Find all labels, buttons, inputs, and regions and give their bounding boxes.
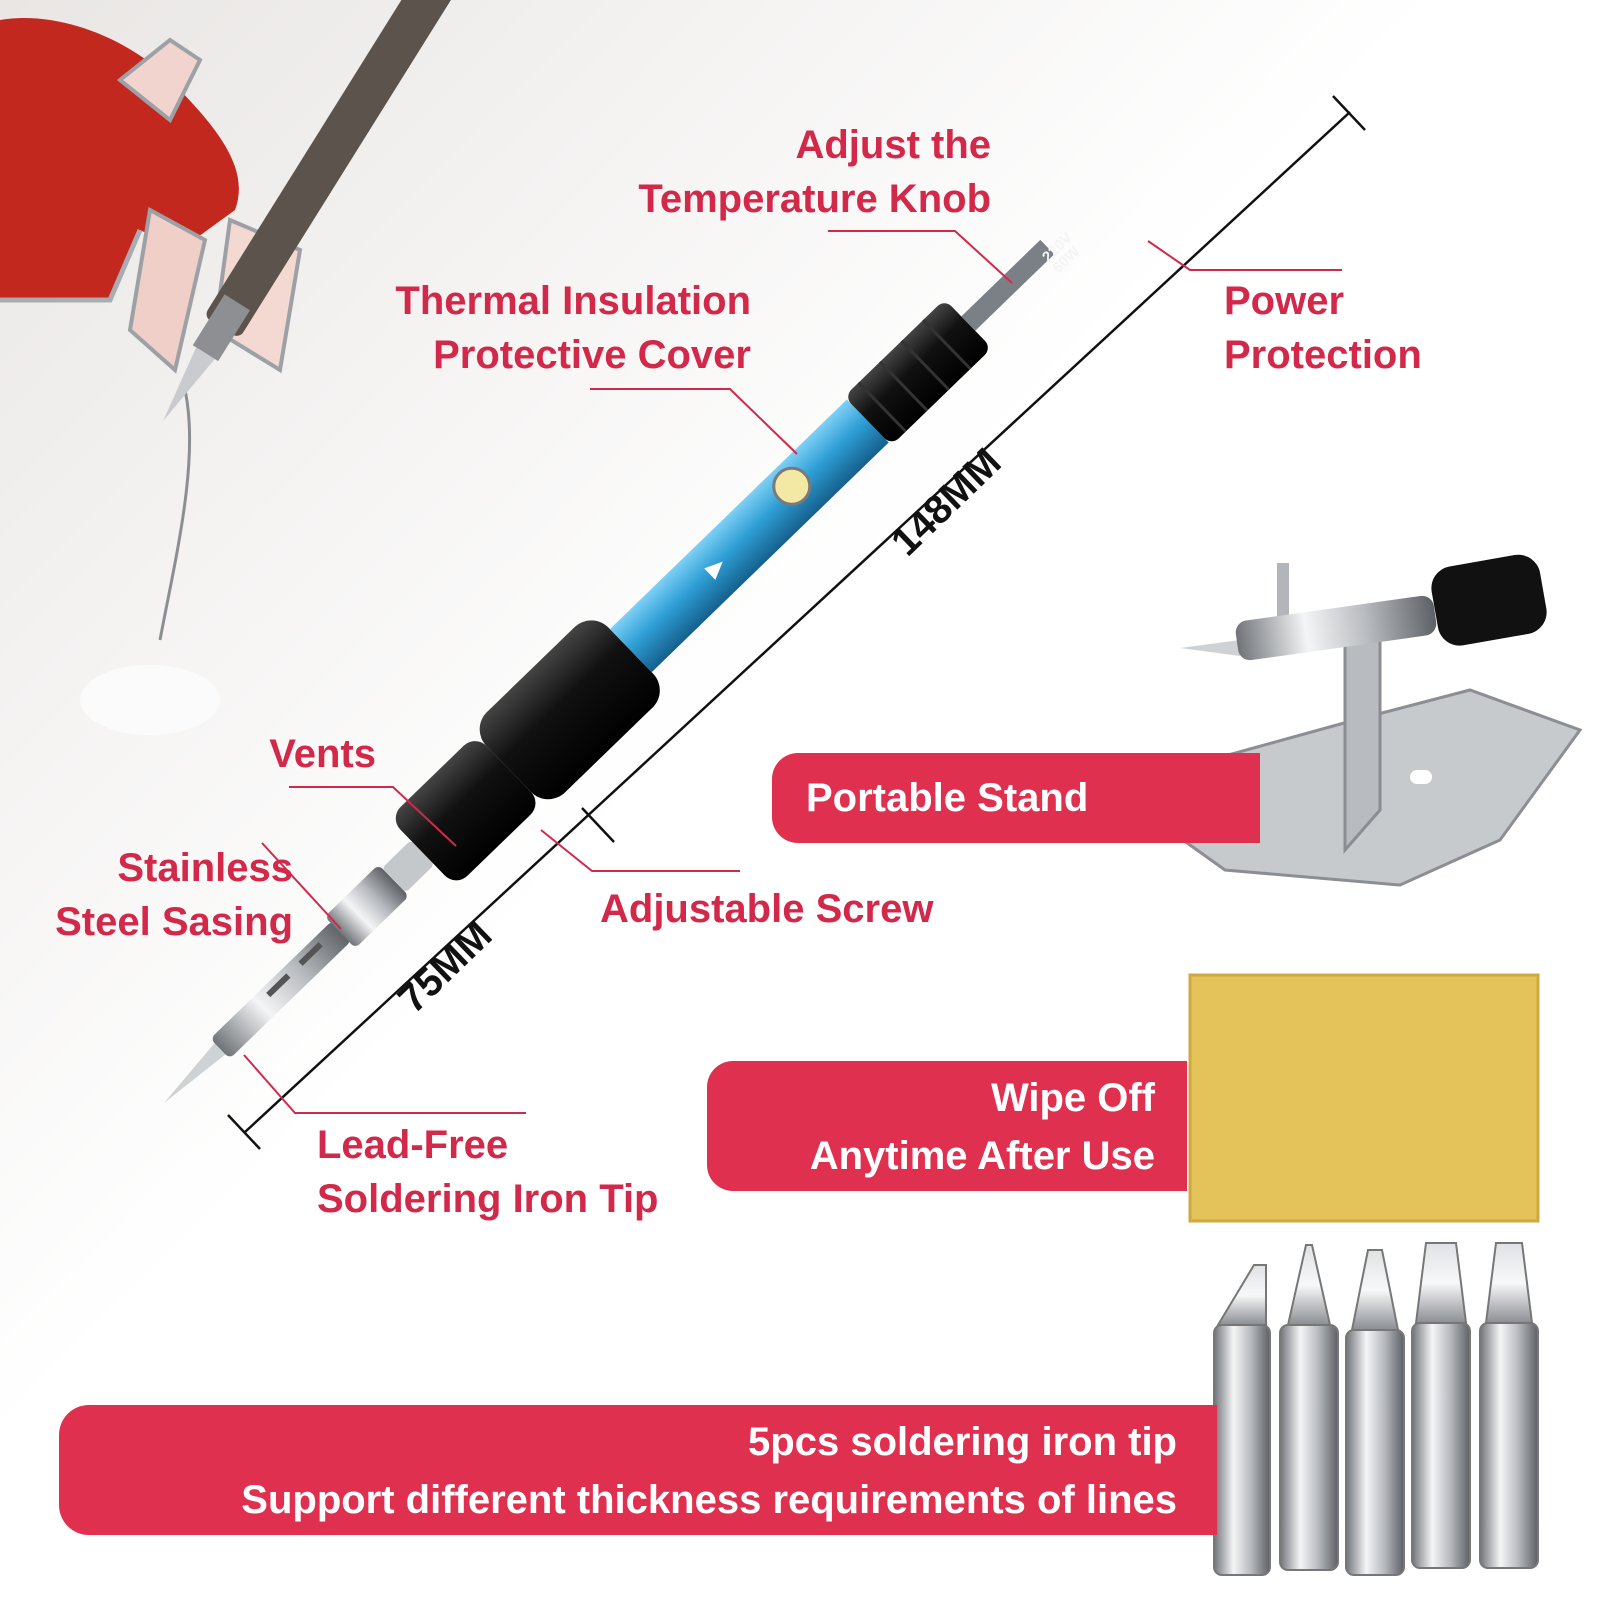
label-vents: Vents xyxy=(269,727,376,781)
label-power-protection-line2: Protection xyxy=(1224,333,1422,377)
banner-tips-line2: Support different thickness requirements… xyxy=(241,1478,1177,1522)
label-lead-free-tip-line1: Lead-Free xyxy=(317,1123,509,1167)
soldering-tip-icon xyxy=(1345,1249,1405,1576)
label-adjust-knob: Adjust the Temperature Knob xyxy=(638,118,991,226)
callout-lines xyxy=(243,230,1342,1114)
label-stainless-casing-line2: Steel Sasing xyxy=(55,900,293,944)
label-adjustable-screw-line1: Adjustable Screw xyxy=(600,887,934,931)
label-lead-free-tip-line2: Soldering Iron Tip xyxy=(317,1177,659,1221)
label-thermal-cover: Thermal Insulation Protective Cover xyxy=(395,274,751,382)
label-adjust-knob-line1: Adjust the xyxy=(795,123,991,167)
soldering-tip-icon xyxy=(1279,1244,1339,1571)
soldering-iron-icon xyxy=(164,239,1055,1103)
label-power-protection: Power Protection xyxy=(1224,274,1422,382)
label-stainless-casing-line1: Stainless xyxy=(117,846,293,890)
banner-wipe-off-line2: Anytime After Use xyxy=(809,1134,1155,1178)
banner-portable-stand: Portable Stand xyxy=(772,753,1260,843)
banner-tips: 5pcs soldering iron tip Support differen… xyxy=(59,1405,1217,1535)
banner-wipe-off: Wipe Off Anytime After Use xyxy=(707,1061,1187,1191)
solder-stand-icon xyxy=(1152,554,1583,887)
background-iron xyxy=(163,0,459,422)
label-adjust-knob-line2: Temperature Knob xyxy=(638,177,991,221)
banner-tips-line1: 5pcs soldering iron tip xyxy=(748,1420,1177,1464)
label-vents-line1: Vents xyxy=(269,732,376,776)
soldering-tips-group xyxy=(1213,1242,1539,1576)
banner-wipe-off-line1: Wipe Off xyxy=(990,1076,1155,1120)
dimension-lines xyxy=(227,95,1366,1150)
label-lead-free-tip: Lead-Free Soldering Iron Tip xyxy=(317,1118,658,1226)
soldering-tip-icon xyxy=(1411,1242,1471,1569)
soldering-tip-icon xyxy=(1479,1242,1539,1569)
label-adjustable-screw: Adjustable Screw xyxy=(600,882,933,936)
cleaning-sponge-icon xyxy=(1188,973,1540,1223)
label-power-protection-line1: Power xyxy=(1224,279,1345,323)
soldering-tip-icon xyxy=(1213,1264,1271,1576)
label-thermal-cover-line2: Protective Cover xyxy=(433,333,751,377)
banner-portable-stand-text: Portable Stand xyxy=(806,776,1089,820)
label-stainless-casing: Stainless Steel Sasing xyxy=(55,841,293,949)
label-thermal-cover-line1: Thermal Insulation xyxy=(395,279,751,323)
